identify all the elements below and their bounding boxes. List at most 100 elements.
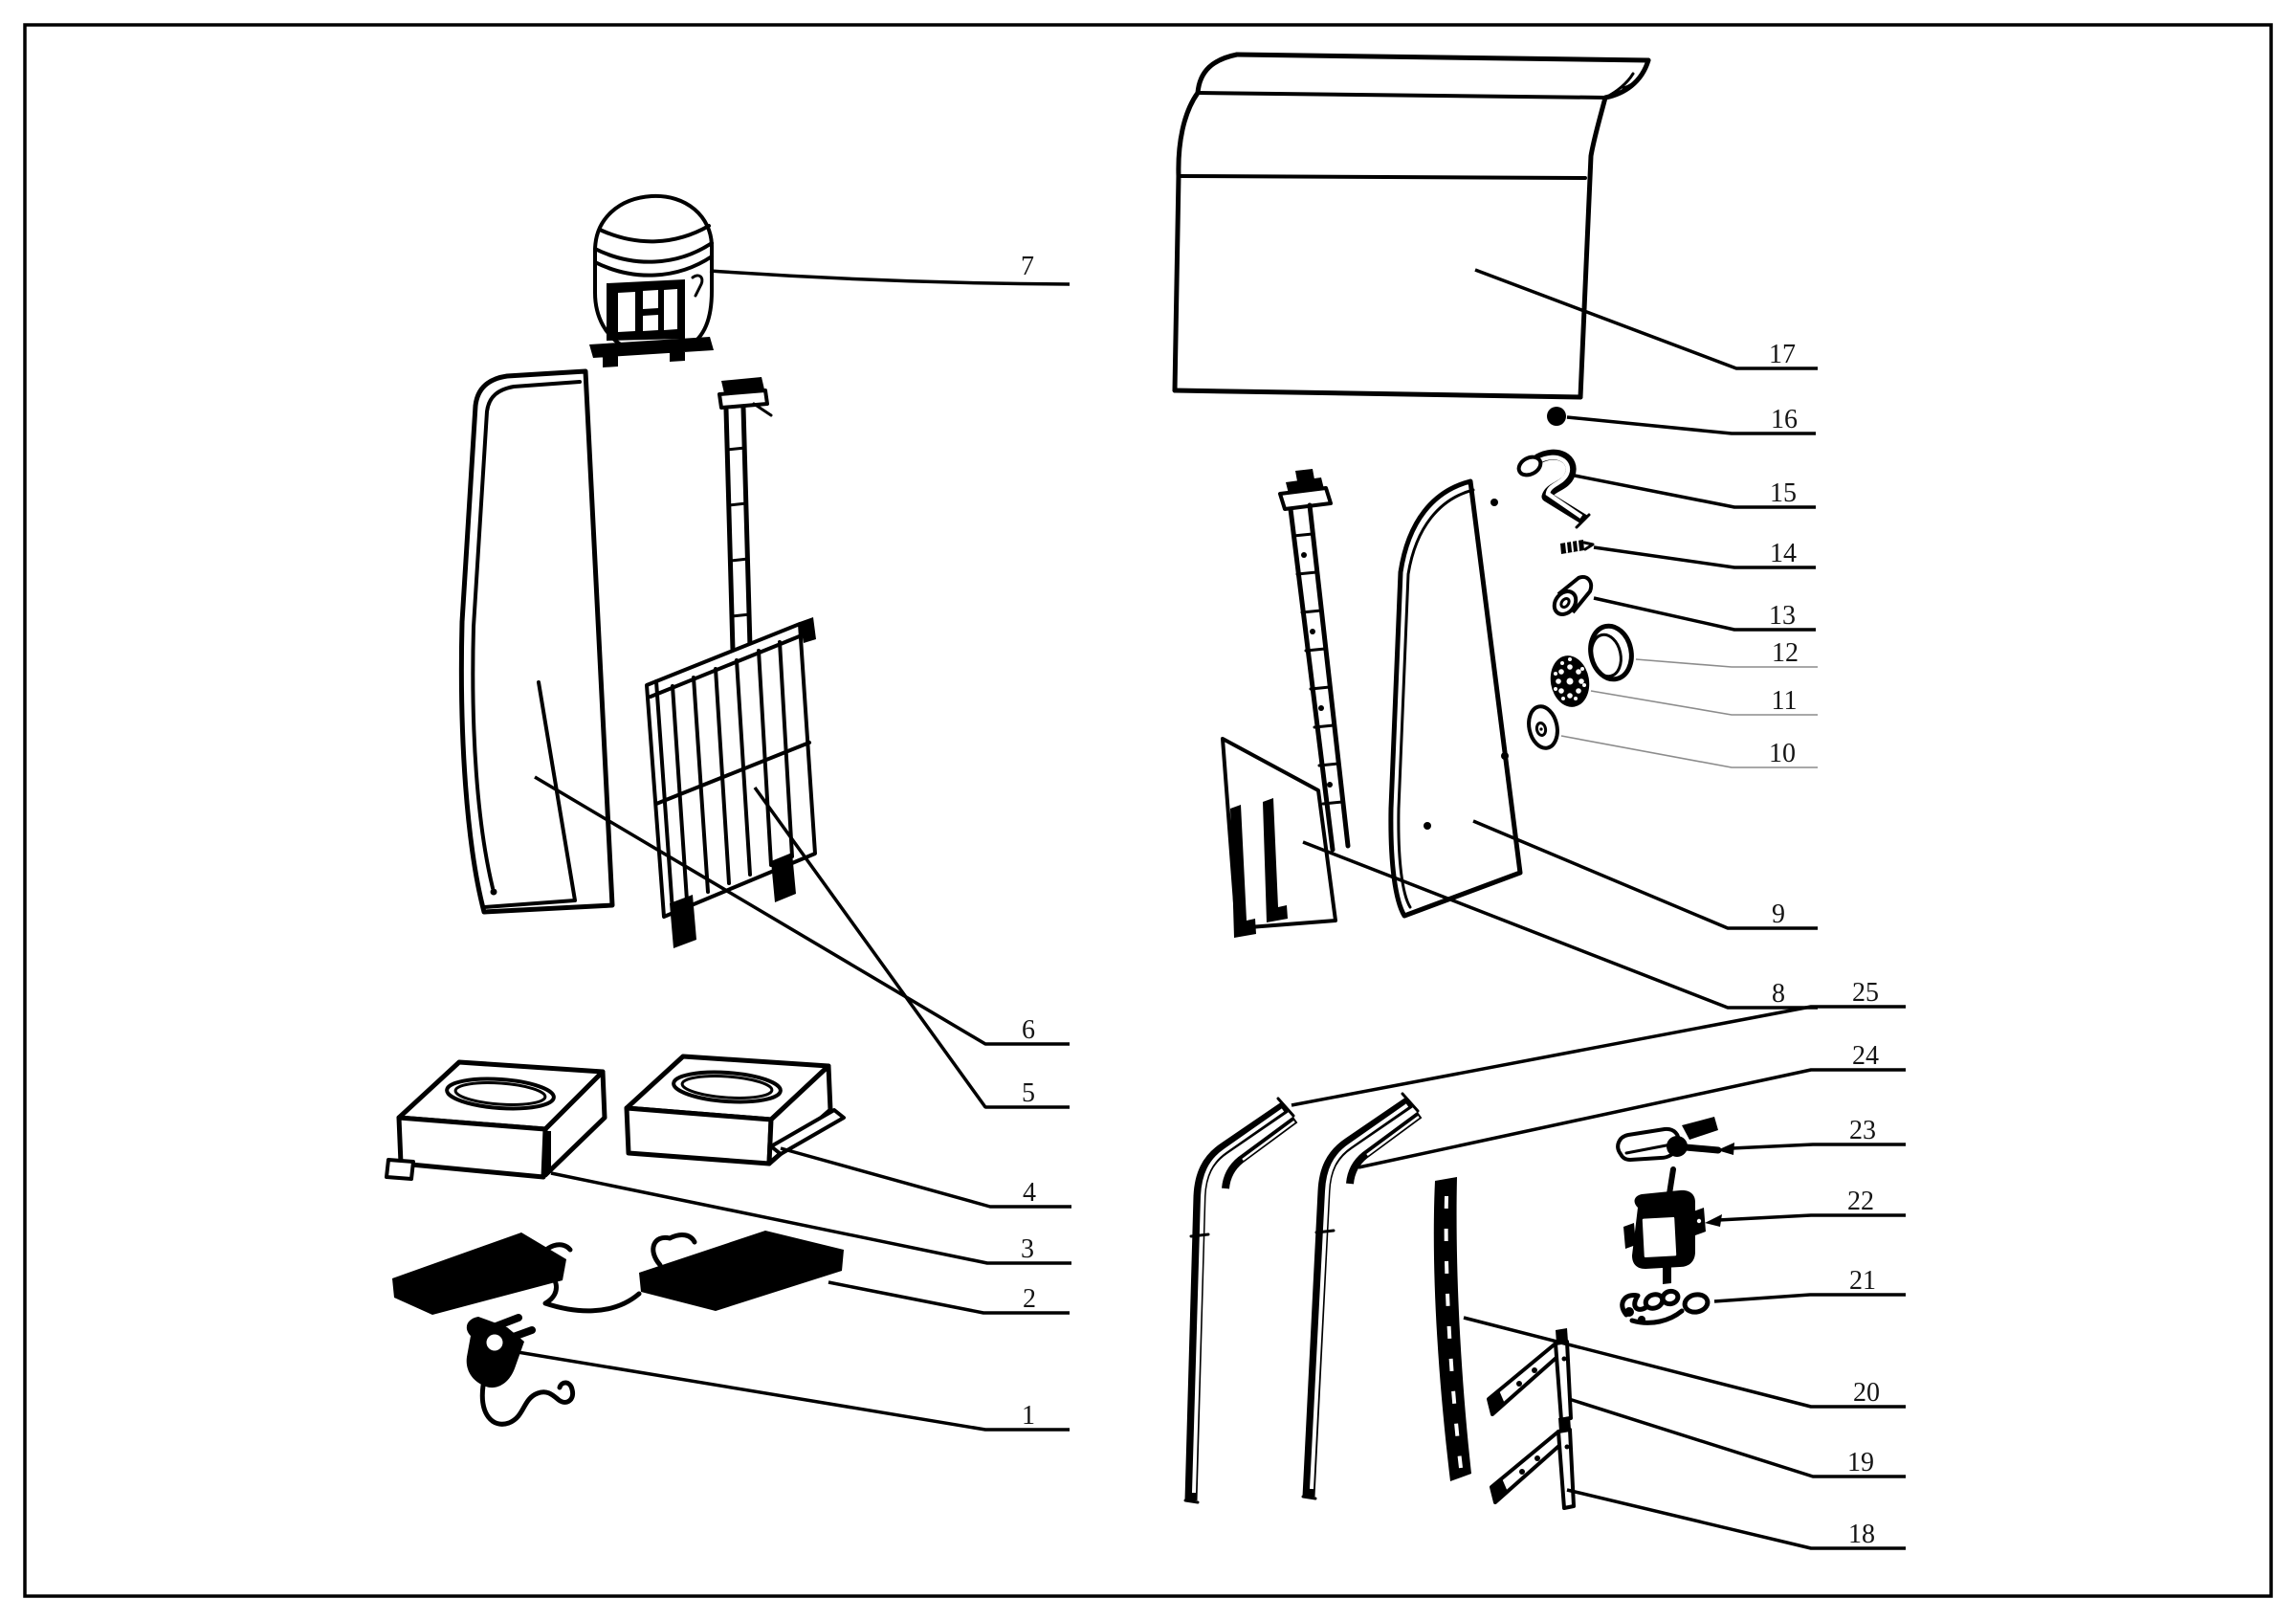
leader-line-16 [1566, 415, 1816, 435]
callout-label-1: 1 [1022, 1401, 1035, 1431]
part-grommet [1547, 407, 1566, 426]
callout-label-23: 23 [1849, 1116, 1876, 1145]
leader-line-25 [1291, 1005, 1906, 1107]
callout-label-9: 9 [1772, 899, 1785, 929]
part-roller-pin [1552, 575, 1594, 616]
leader-line-20 [1463, 1316, 1906, 1409]
motor-face [1639, 1213, 1680, 1261]
callout-label-13: 13 [1769, 601, 1796, 631]
leader-line-9 [1472, 819, 1818, 930]
part-wire-harness [1620, 1288, 1711, 1325]
leader-line-6 [534, 775, 1070, 1046]
part-bracket-upper [1487, 1328, 1573, 1422]
callout-label-2: 2 [1023, 1284, 1036, 1314]
callout-25: 25 [1291, 978, 1906, 1107]
callout-5: 5 [753, 786, 1070, 1109]
callout-label-20: 20 [1853, 1378, 1880, 1408]
part-bracket-lower [1490, 1416, 1576, 1510]
callout-24: 24 [1358, 1041, 1906, 1169]
box-slide-tray [769, 1108, 846, 1156]
callout-18: 18 [1566, 1488, 1906, 1550]
part-fan-blade [1616, 1117, 1722, 1162]
part-evaporator-rail [1221, 469, 1351, 938]
plug-boss [486, 1334, 503, 1351]
callout-22: 22 [1705, 1187, 1906, 1227]
callout-13: 13 [1593, 596, 1816, 632]
callout-23: 23 [1717, 1116, 1906, 1155]
leader-line-11 [1590, 690, 1818, 716]
callout-10: 10 [1560, 735, 1818, 768]
callout-14: 14 [1593, 539, 1816, 569]
part-grille-disc [1550, 655, 1590, 707]
callout-3: 3 [550, 1171, 1071, 1265]
callout-label-16: 16 [1771, 405, 1798, 434]
part-side-panel [458, 368, 615, 915]
callout-label-6: 6 [1022, 1015, 1035, 1045]
part-ring-cap [1588, 623, 1634, 682]
leader-line-18 [1566, 1488, 1906, 1550]
leader-line-8 [1302, 840, 1818, 1010]
panel-hole [490, 888, 497, 896]
leader-line-3 [550, 1171, 1071, 1265]
callout-label-5: 5 [1022, 1078, 1035, 1108]
callout-label-25: 25 [1852, 978, 1879, 1008]
callout-6: 6 [534, 775, 1070, 1046]
part-condenser-rack [645, 377, 817, 948]
callout-label-22: 22 [1847, 1187, 1874, 1216]
callout-9: 9 [1472, 819, 1818, 930]
callout-7: 7 [709, 252, 1071, 286]
callout-4: 4 [780, 1146, 1071, 1209]
leader-line-24 [1358, 1068, 1906, 1169]
box-shadow-edge [543, 1131, 551, 1173]
part-power-plug [466, 1314, 576, 1427]
leader-line-4 [780, 1146, 1071, 1209]
callout-12: 12 [1635, 638, 1818, 668]
leader-line-5 [753, 786, 1070, 1109]
callout-15: 15 [1574, 474, 1816, 509]
callout-label-8: 8 [1772, 979, 1785, 1009]
leader-line-13 [1593, 596, 1816, 632]
leader-line-15 [1574, 474, 1816, 509]
box-foot [385, 1158, 415, 1181]
compressor-frame-slots [618, 289, 677, 332]
strip-slots [1444, 1195, 1463, 1469]
arrowhead-22 [1705, 1214, 1722, 1227]
leader-line-14 [1593, 545, 1816, 569]
callout-label-12: 12 [1772, 638, 1799, 668]
callout-label-24: 24 [1852, 1041, 1879, 1071]
part-heater-blocks [392, 1231, 844, 1315]
callout-label-7: 7 [1021, 252, 1034, 281]
callout-label-10: 10 [1769, 739, 1796, 768]
callout-label-4: 4 [1023, 1178, 1036, 1208]
leader-line-2 [828, 1280, 1070, 1315]
part-duct-box-left [385, 1059, 607, 1181]
leader-line-19 [1568, 1397, 1906, 1478]
leader-line-22 [1717, 1213, 1906, 1222]
part-duct-box-right [624, 1054, 846, 1166]
callout-label-17: 17 [1769, 340, 1796, 369]
callout-label-3: 3 [1021, 1234, 1034, 1264]
leader-line-17 [1474, 268, 1818, 370]
part-fan-motor [1623, 1166, 1706, 1284]
callout-label-19: 19 [1847, 1448, 1874, 1477]
callout-label-15: 15 [1770, 478, 1797, 508]
part-inner-panel [1388, 478, 1523, 919]
callout-21: 21 [1713, 1266, 1906, 1303]
part-screw [1560, 540, 1595, 554]
callout-16: 16 [1566, 405, 1816, 435]
leader-line-10 [1560, 735, 1818, 768]
diagram-border [23, 23, 2273, 1598]
leader-line-1 [511, 1349, 1070, 1432]
leader-line-7 [709, 269, 1071, 286]
leader-line-12 [1635, 658, 1818, 668]
callout-8: 8 [1302, 840, 1818, 1010]
part-gasket-strip-right [1301, 1092, 1423, 1500]
callout-17: 17 [1474, 268, 1818, 370]
callout-20: 20 [1463, 1316, 1906, 1409]
part-top-cover [1172, 52, 1651, 400]
plug-prongs [482, 1314, 536, 1346]
part-gasket-strip-left [1183, 1097, 1298, 1504]
callout-label-14: 14 [1770, 539, 1797, 568]
leader-line-21 [1713, 1293, 1906, 1303]
